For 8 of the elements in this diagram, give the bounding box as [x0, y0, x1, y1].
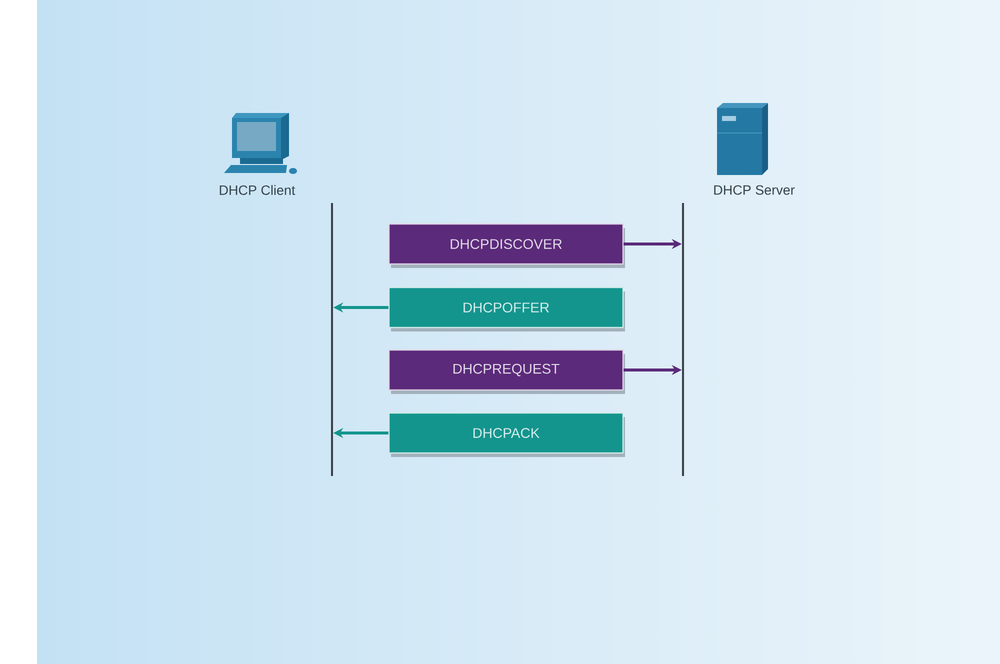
message-box: DHCPACK [388, 412, 625, 457]
node-label: DHCP Server [714, 185, 795, 195]
lifeline [331, 203, 333, 476]
message-box: DHCPREQUEST [388, 349, 625, 394]
message-box: DHCPOFFER [388, 286, 625, 332]
message-box: DHCPDISCOVER [388, 223, 625, 268]
lifeline [682, 203, 684, 476]
node-label: DHCP Client [220, 185, 296, 195]
